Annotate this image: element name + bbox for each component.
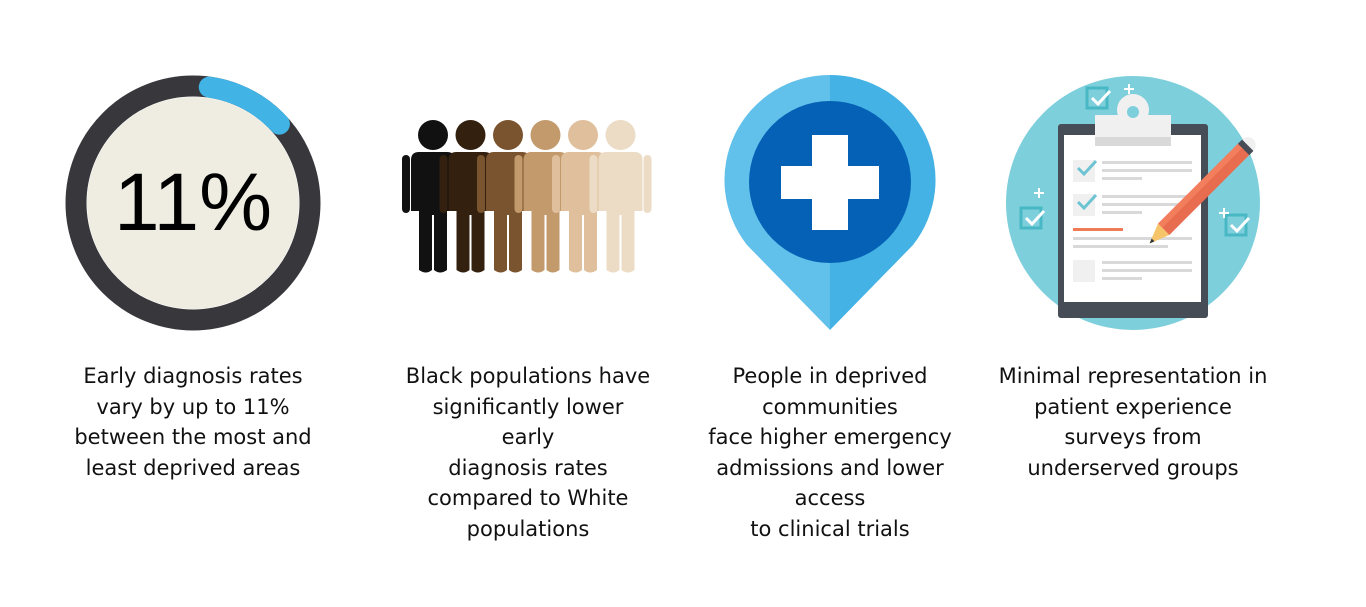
progress-arc [198,76,290,135]
caption-line: access [794,486,866,511]
stat-value: 11% [113,157,273,248]
progress-ring-icon [65,75,321,331]
caption-line: communities [762,394,898,419]
caption-line: surveys from [1064,425,1202,450]
caption-diagnosis-variation: Early diagnosis rates vary by up to 11% be… [43,361,343,483]
caption-line: to clinical trials [750,516,910,541]
caption-line: least deprived areas [85,455,301,480]
caption-line: People in deprived [732,364,928,388]
medical-location-pin-icon [724,74,936,330]
caption-line: significantly lower [432,394,624,419]
diverse-people-icon [402,120,652,273]
caption-line: early [501,425,555,450]
pencil-icon [1149,137,1256,244]
caption-line: Minimal representation in [998,364,1268,388]
caption-line: face higher emergency [708,425,952,450]
clipboard-survey-icon [1006,76,1260,330]
caption-deprived-communities: People in deprived communities face higher… [680,361,980,545]
caption-line: vary by up to 11% [96,394,290,419]
caption-line: admissions and lower [716,455,944,480]
caption-line: between the most and [74,425,312,450]
cross-icon [781,135,879,230]
caption-line: diagnosis rates [448,455,608,480]
caption-line: Black populations have [405,364,651,388]
caption-line: underserved groups [1027,455,1239,480]
person-figure [589,120,652,273]
caption-black-populations: Black populations have significantly lowe… [378,361,678,545]
caption-line: Early diagnosis rates [83,364,303,388]
caption-minimal-representation: Minimal representation in patient experie… [983,361,1283,483]
caption-line: compared to White [427,486,629,511]
caption-line: patient experience [1034,394,1232,419]
caption-line: populations [466,516,590,541]
